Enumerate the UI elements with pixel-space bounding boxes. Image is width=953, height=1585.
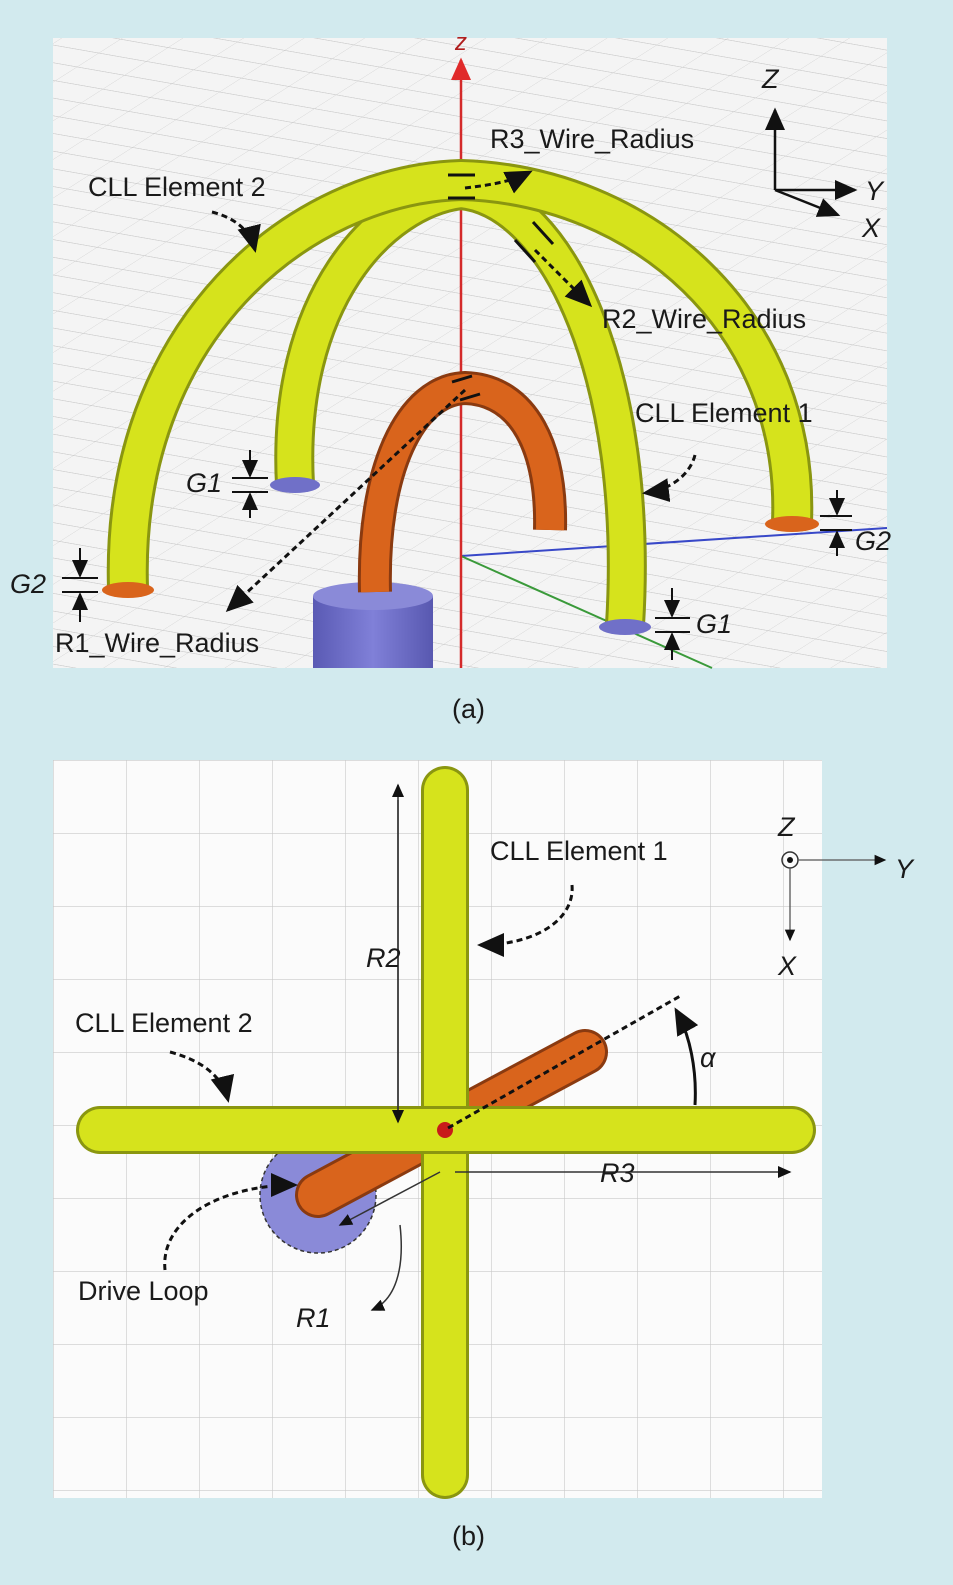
z-axis-label: z	[454, 29, 467, 56]
label-r1: R1	[296, 1303, 331, 1333]
leader-lines-b	[163, 884, 683, 1271]
feed-cylinder-top	[313, 582, 433, 610]
cll-element-2-wire	[109, 161, 811, 589]
alpha-angle-arc	[674, 1007, 699, 1106]
triad-b-z: Z	[777, 812, 796, 842]
gap-g1-cap-left	[270, 477, 320, 493]
label-r3: R3	[600, 1158, 635, 1188]
dimension-lines-b	[338, 783, 792, 1311]
triad-a-x: X	[861, 213, 881, 243]
z-out-of-plane-dot	[787, 857, 793, 863]
caption-b: (b)	[452, 1521, 485, 1551]
y-axis-line	[460, 527, 888, 557]
caption-a: (a)	[452, 694, 485, 724]
label-cll-element-2-b: CLL Element 2	[75, 1008, 253, 1038]
label-r3-wire-radius: R3_Wire_Radius	[490, 124, 694, 154]
radius-markers	[448, 173, 555, 402]
gap-g2-cap-left	[102, 582, 154, 598]
triad-a-z: Z	[761, 64, 780, 94]
leader-lines-a	[211, 170, 697, 613]
label-g1-right: G1	[696, 609, 732, 639]
axis-triad-a	[765, 107, 858, 217]
gap-g2-cap-right	[765, 516, 819, 532]
center-point	[437, 1122, 453, 1138]
triad-b-x: X	[777, 951, 797, 981]
label-cll-element-2-a: CLL Element 2	[88, 172, 266, 202]
gap-dimension-arrows	[62, 450, 852, 660]
label-g2-right: G2	[855, 526, 891, 556]
triad-a-y: Y	[865, 176, 885, 206]
label-r2: R2	[366, 943, 401, 973]
gap-g1-cap-right	[599, 619, 651, 635]
label-r1-wire-radius: R1_Wire_Radius	[55, 628, 259, 658]
label-g1-left: G1	[186, 468, 222, 498]
panel-b: CLL Element 1 CLL Element 2 Drive Loop R…	[53, 760, 915, 1499]
label-r2-wire-radius: R2_Wire_Radius	[602, 304, 806, 334]
triad-b-y: Y	[895, 854, 915, 884]
label-cll-element-1-a: CLL Element 1	[635, 398, 813, 428]
panel-a: z	[10, 29, 891, 669]
label-cll-element-1-b: CLL Element 1	[490, 836, 668, 866]
axis-triad-b	[781, 851, 887, 942]
label-alpha: α	[700, 1043, 717, 1073]
drive-loop-wire	[360, 373, 565, 593]
label-drive-loop: Drive Loop	[78, 1276, 209, 1306]
label-g2-left: G2	[10, 569, 46, 599]
